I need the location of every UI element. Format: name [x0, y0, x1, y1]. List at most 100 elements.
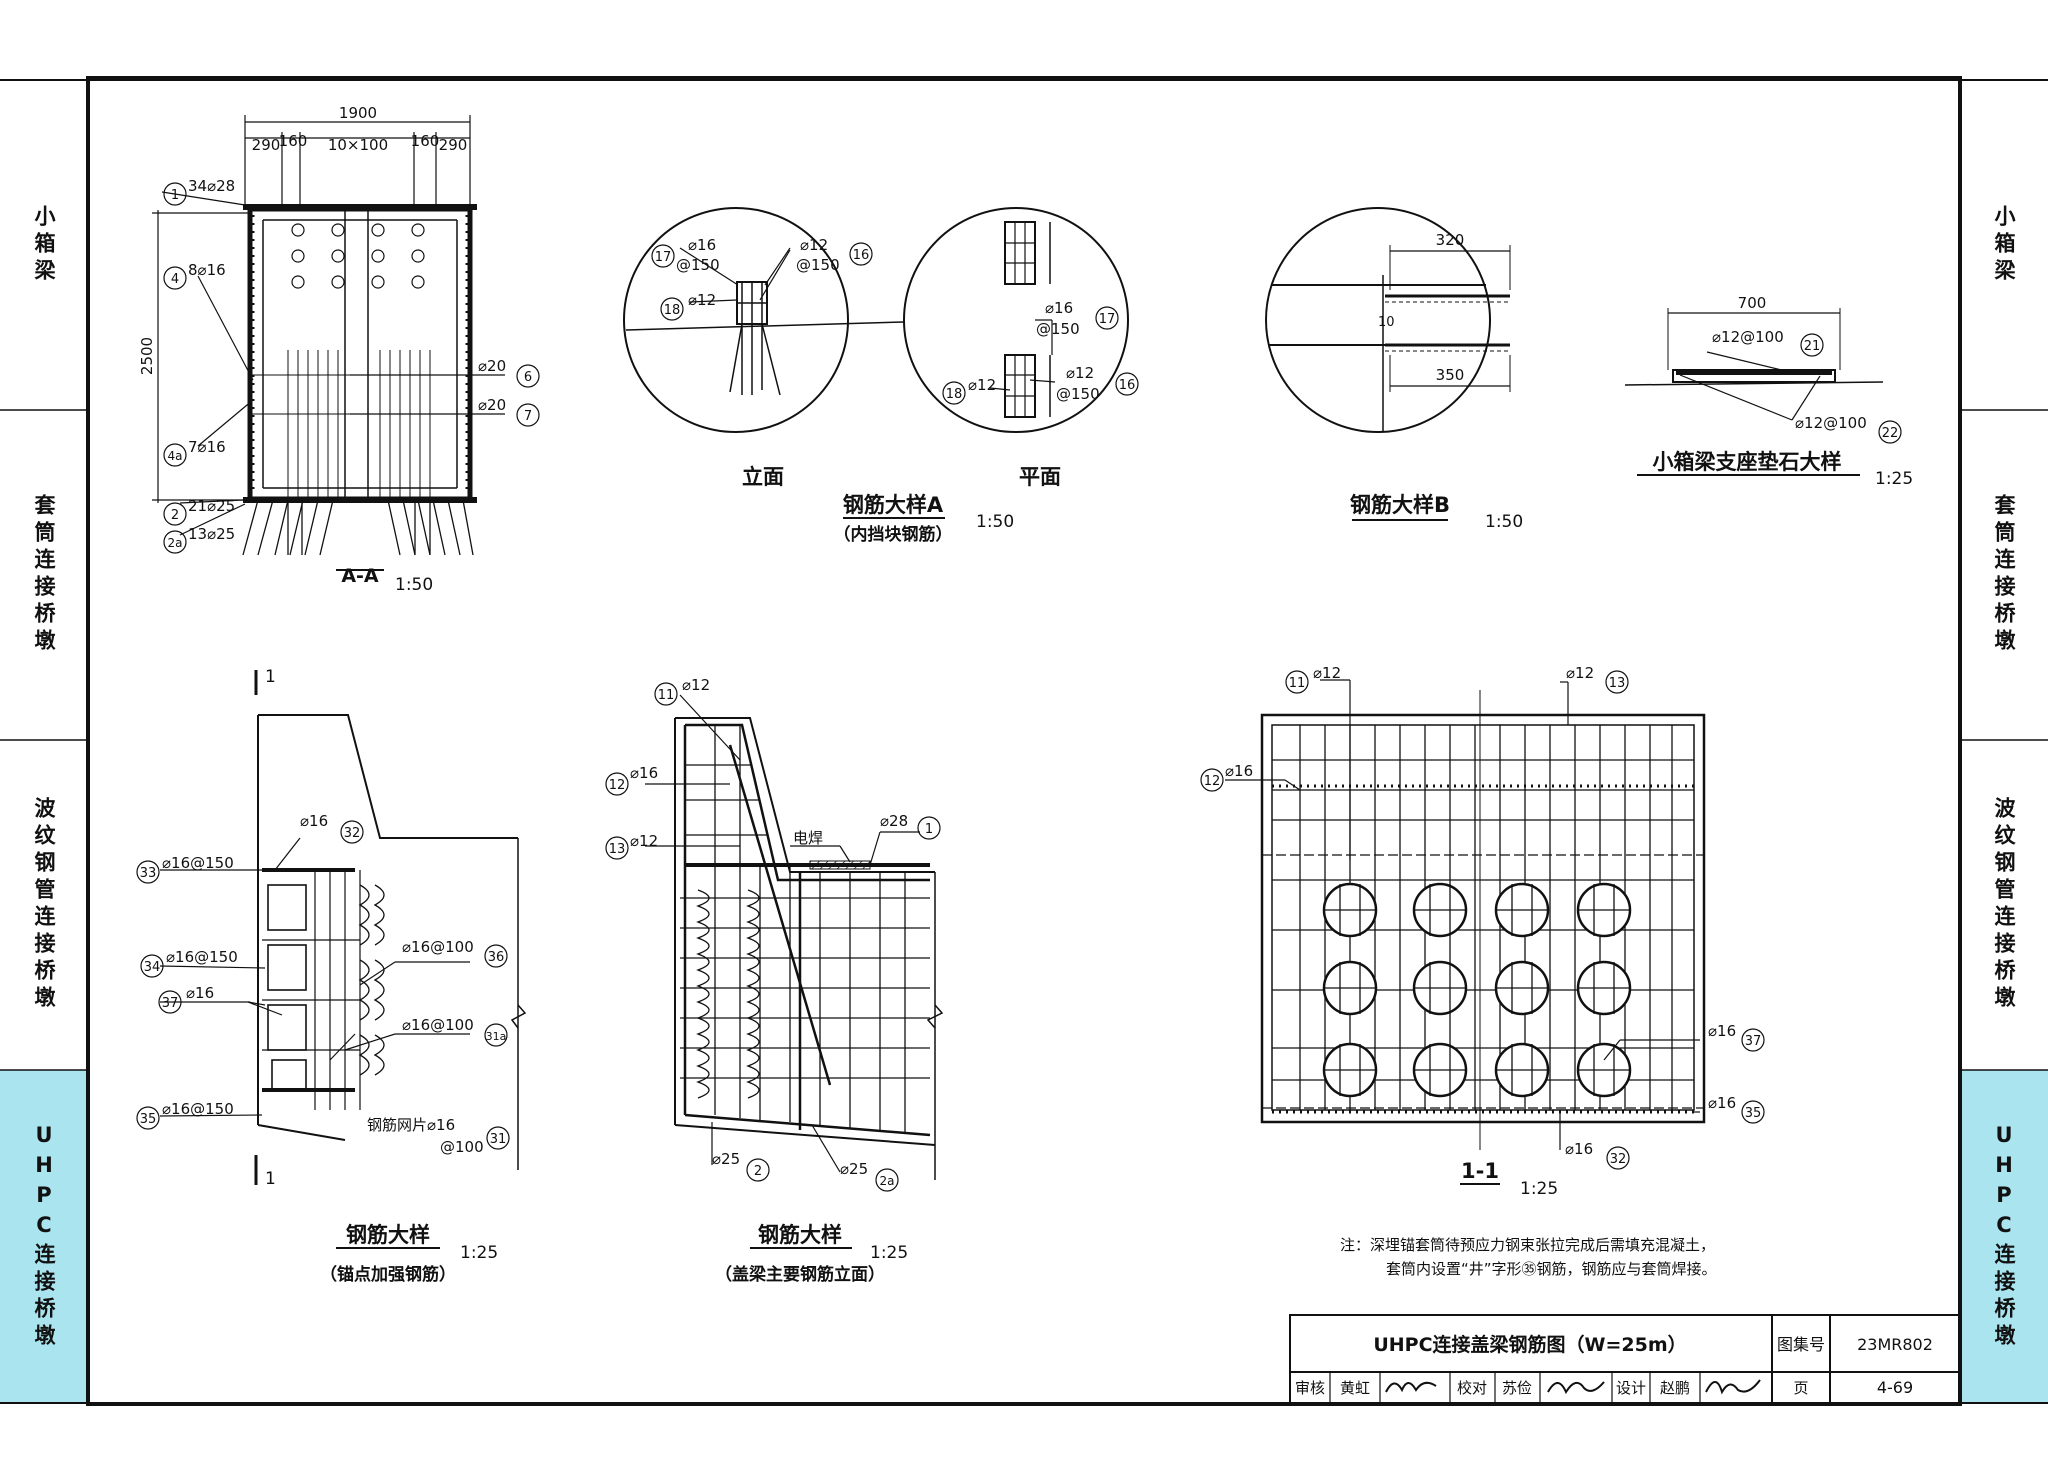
note-line-2: 套筒内设置“井”字形㉟钢筋，钢筋应与套筒焊接。 — [1386, 1260, 1717, 1278]
svg-text:⌀12: ⌀12 — [800, 236, 828, 254]
svg-text:@150: @150 — [1036, 320, 1080, 338]
section-1-1 — [1200, 670, 1765, 1170]
cap-title: 钢筋大样 — [758, 1223, 842, 1247]
svg-text:31: 31 — [490, 1132, 507, 1147]
svg-text:@100: @100 — [440, 1138, 484, 1156]
svg-text:10: 10 — [1378, 315, 1395, 330]
svg-text:18: 18 — [664, 303, 681, 318]
svg-text:⌀16: ⌀16 — [630, 764, 658, 782]
svg-text:34⌀28: 34⌀28 — [188, 177, 235, 195]
svg-text:35: 35 — [140, 1112, 157, 1127]
svg-text:1: 1 — [171, 188, 179, 203]
svg-text:2a: 2a — [880, 1174, 895, 1188]
title-block — [1289, 1314, 1961, 1404]
svg-text:苏俭: 苏俭 — [1502, 1379, 1532, 1397]
anchor-subtitle: （锚点加强钢筋） — [320, 1264, 456, 1285]
svg-text:⌀16@150: ⌀16@150 — [162, 1100, 234, 1118]
svg-text:⌀16@100: ⌀16@100 — [402, 1016, 474, 1034]
svg-text:⌀16: ⌀16 — [1708, 1022, 1736, 1040]
svg-text:2: 2 — [754, 1164, 762, 1179]
note: 注：深埋锚套筒待预应力钢束张拉完成后需填充混凝土， 套筒内设置“井”字形㉟钢筋，… — [1340, 1236, 1717, 1278]
svg-text:电焊: 电焊 — [793, 829, 823, 847]
svg-text:@150: @150 — [676, 256, 720, 274]
cap-beam-labels: ⌀12 11 ⌀16 12 ⌀12 13 电焊 ⌀28 1 ⌀25 2 ⌀25 … — [609, 676, 933, 1285]
svg-text:⌀28: ⌀28 — [880, 812, 908, 830]
svg-text:7: 7 — [524, 409, 532, 424]
svg-text:18: 18 — [946, 387, 963, 402]
svg-text:7⌀16: 7⌀16 — [188, 438, 226, 456]
svg-text:⌀16@150: ⌀16@150 — [166, 948, 238, 966]
svg-text:1: 1 — [265, 667, 276, 687]
svg-text:32: 32 — [1610, 1152, 1627, 1167]
svg-text:⌀12: ⌀12 — [682, 676, 710, 694]
anchor-detail-labels: 1 1 ⌀16 32 ⌀16@150 33 ⌀16@150 34 ⌀16 37 … — [140, 667, 507, 1285]
svg-text:11: 11 — [658, 688, 675, 703]
svg-text:320: 320 — [1436, 231, 1465, 249]
svg-text:钢筋网片⌀16: 钢筋网片⌀16 — [367, 1116, 455, 1134]
svg-text:⌀20: ⌀20 — [478, 396, 506, 414]
section-aa-labels: 1900 290 160 10×100 160 290 2500 34⌀28 8… — [138, 104, 532, 595]
svg-text:页: 页 — [1793, 1379, 1808, 1397]
aa-scale: 1:50 — [395, 575, 433, 595]
side-tab-box-girder-right: 小箱梁 — [1992, 204, 2016, 286]
svg-text:黄虹: 黄虹 — [1340, 1379, 1370, 1397]
svg-text:⌀16@150: ⌀16@150 — [162, 854, 234, 872]
aa-dim-total: 1900 — [339, 104, 377, 122]
svg-text:设计: 设计 — [1616, 1379, 1646, 1397]
svg-text:37: 37 — [1745, 1034, 1762, 1049]
atlas-number: 23MR802 — [1857, 1335, 1933, 1354]
svg-text:⌀25: ⌀25 — [712, 1150, 740, 1168]
svg-text:350: 350 — [1436, 366, 1465, 384]
drawing-title: UHPC连接盖梁钢筋图（W=25m） — [1373, 1333, 1686, 1356]
svg-text:1:50: 1:50 — [976, 512, 1014, 532]
svg-text:290: 290 — [439, 136, 468, 154]
svg-text:⌀25: ⌀25 — [840, 1160, 868, 1178]
sheet-frame — [0, 76, 2048, 1406]
svg-text:⌀16@100: ⌀16@100 — [402, 938, 474, 956]
section-1-1-labels: ⌀12 11 ⌀12 13 ⌀16 12 ⌀16 37 ⌀16 35 ⌀16 3… — [1204, 664, 1762, 1199]
svg-text:⌀12@100: ⌀12@100 — [1795, 414, 1867, 432]
svg-text:⌀16: ⌀16 — [1045, 299, 1073, 317]
svg-text:1:50: 1:50 — [1485, 512, 1523, 532]
svg-text:校对: 校对 — [1457, 1379, 1487, 1397]
svg-text:160: 160 — [411, 132, 440, 150]
svg-text:17: 17 — [1099, 312, 1116, 327]
detail-a-labels: ⌀16 @150 17 ⌀12 @150 16 ⌀12 18 ⌀16 @150 … — [655, 236, 1136, 545]
side-tab-uhpc-pier-right: UHPC连接桥墩 — [1960, 1070, 2048, 1403]
side-tab-box-girder-left: 小箱梁 — [32, 204, 56, 286]
svg-text:1:25: 1:25 — [870, 1243, 908, 1263]
svg-text:⌀12: ⌀12 — [688, 291, 716, 309]
svg-text:13: 13 — [609, 842, 626, 857]
aa-title: A-A — [341, 565, 379, 587]
svg-text:16: 16 — [853, 248, 870, 263]
side-tab-sleeve-pier-right: 套筒连接桥墩 — [1992, 494, 2016, 656]
svg-text:⌀12@100: ⌀12@100 — [1712, 328, 1784, 346]
svg-text:⌀12: ⌀12 — [1566, 664, 1594, 682]
svg-text:⌀12: ⌀12 — [1066, 364, 1094, 382]
svg-text:33: 33 — [140, 866, 157, 881]
svg-text:⌀16: ⌀16 — [1225, 762, 1253, 780]
svg-text:12: 12 — [609, 778, 626, 793]
svg-text:⌀12: ⌀12 — [968, 376, 996, 394]
cap-subtitle: （盖梁主要钢筋立面） — [715, 1264, 885, 1285]
svg-text:13: 13 — [1609, 676, 1626, 691]
svg-text:160: 160 — [279, 132, 308, 150]
title-block-labels: UHPC连接盖梁钢筋图（W=25m） 图集号 23MR802 审核 黄虹 校对 … — [1295, 1333, 1933, 1397]
svg-text:@150: @150 — [1056, 385, 1100, 403]
support-pad — [1624, 308, 1902, 444]
svg-text:2: 2 — [171, 508, 179, 523]
s11-title: 1-1 — [1461, 1159, 1499, 1183]
svg-text:2a: 2a — [168, 536, 183, 550]
svg-text:11: 11 — [1289, 676, 1306, 691]
support-pad-labels: 700 ⌀12@100 21 ⌀12@100 22 小箱梁支座垫石大样 1:25 — [1653, 294, 1914, 489]
svg-text:1:25: 1:25 — [1520, 1179, 1558, 1199]
side-tab-uhpc-pier-left: UHPC连接桥墩 — [0, 1070, 88, 1403]
svg-text:13⌀25: 13⌀25 — [188, 525, 235, 543]
svg-text:16: 16 — [1119, 378, 1136, 393]
svg-text:37: 37 — [162, 996, 179, 1011]
cap-beam-elevation — [605, 682, 944, 1192]
detail-a-elevation — [623, 207, 905, 433]
support-pad-title: 小箱梁支座垫石大样 — [1653, 450, 1842, 474]
svg-text:35: 35 — [1745, 1106, 1762, 1121]
detail-b — [1265, 207, 1511, 433]
